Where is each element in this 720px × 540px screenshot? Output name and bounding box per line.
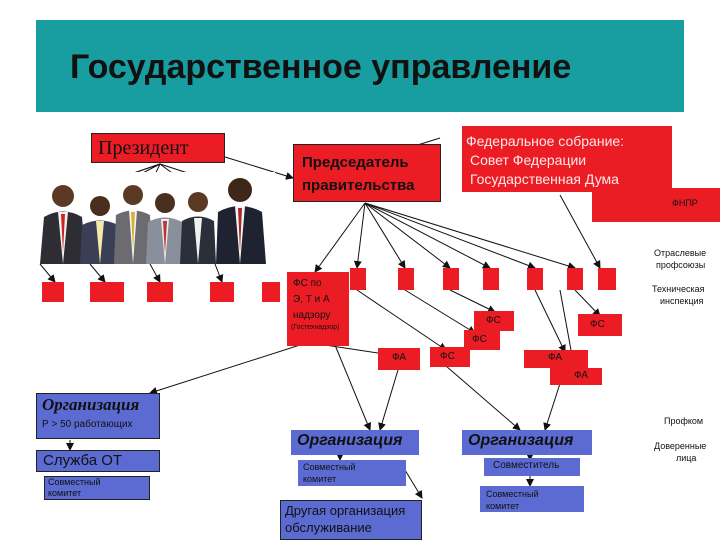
- fa-box-b: [524, 350, 588, 368]
- org-left-committee-1: Совместный: [48, 477, 101, 487]
- red-square: [42, 282, 64, 302]
- chairman-label-1: Председатель: [302, 154, 409, 171]
- branch-unions-label-1: Отраслевые: [654, 248, 707, 258]
- fs-supervision-label-2: Э, Т и А: [293, 294, 330, 305]
- tech-inspection-label-1: Техническая: [652, 284, 705, 294]
- org-mid-box: [291, 430, 419, 455]
- trusted-persons-label-1: Доверенные: [654, 441, 707, 451]
- fs-supervision-label-4: (Гостехнадзор): [291, 324, 340, 331]
- org-mid-committee-1: Совместный: [303, 462, 356, 472]
- fs-box-c: [474, 311, 514, 331]
- org-mid-title: Организация: [297, 432, 403, 449]
- fs-supervision-box: [287, 272, 349, 346]
- fa-box-a: [378, 348, 420, 370]
- fa-label-b: ФА: [548, 352, 563, 363]
- red-square: [527, 268, 543, 290]
- red-square: [90, 282, 124, 302]
- fnpr-label: ФНПР: [672, 198, 698, 208]
- tech-inspection-label-2: инспекция: [660, 296, 704, 306]
- fs-box-a: [430, 347, 470, 367]
- fs-label-a: ФС: [440, 351, 455, 362]
- org-left-committee-2: комитет: [48, 488, 82, 498]
- org-left-box: [36, 393, 160, 439]
- president-box: [91, 133, 225, 163]
- org-right-box: [462, 430, 592, 455]
- fa-box-c: [550, 368, 602, 385]
- red-square: [350, 268, 366, 290]
- assembly-label-2: Совет Федерации: [470, 152, 587, 168]
- fs-supervision-label-1: ФС по: [293, 278, 322, 289]
- president-label: Президент: [98, 137, 189, 159]
- government-officials-image: [20, 172, 275, 264]
- red-square: [398, 268, 414, 290]
- fa-label-a: ФА: [392, 352, 407, 363]
- org-right-committee-1: Совместный: [486, 489, 539, 499]
- org-right-committee-box: [480, 486, 584, 512]
- red-square: [262, 282, 280, 302]
- org-mid-committee-2: комитет: [303, 474, 337, 484]
- fnpr-box: [592, 188, 720, 222]
- branch-unions-label-2: профсоюзы: [656, 260, 706, 270]
- title-bar: [36, 20, 684, 112]
- fs-label-d: ФС: [590, 319, 605, 330]
- org-left-title: Организация: [42, 395, 140, 414]
- org-right-committee-2: комитет: [486, 501, 520, 511]
- chairman-box: [293, 144, 441, 202]
- tech-inspection-box: [598, 268, 616, 290]
- ot-service-box: [36, 450, 160, 472]
- red-square: [483, 268, 499, 290]
- assembly-label-1: Федеральное собрание:: [466, 133, 625, 149]
- fs-label-b: ФС: [472, 334, 487, 345]
- fa-label-c: ФА: [574, 370, 589, 381]
- red-square: [210, 282, 234, 302]
- fs-supervision-label-3: надзору: [293, 310, 331, 321]
- part-timer-label: Совместитель: [493, 460, 560, 471]
- page-title: Государственное управление: [70, 48, 572, 86]
- red-square: [147, 282, 173, 302]
- fs-box-d: [578, 314, 622, 336]
- part-timer-box: [484, 458, 580, 476]
- other-org-label-2: обслуживание: [285, 520, 372, 535]
- org-mid-committee-box: [298, 460, 406, 486]
- trusted-persons-label-2: лица: [676, 453, 697, 463]
- ot-service-label: Служба ОТ: [43, 452, 123, 469]
- fs-label-c: ФС: [486, 315, 501, 326]
- assembly-box: [462, 126, 672, 192]
- org-left-committee-box: [44, 476, 150, 500]
- fs-box-b: [464, 330, 500, 350]
- org-left-employees: Р > 50 работающих: [42, 419, 133, 430]
- assembly-label-3: Государственная Дума: [470, 171, 619, 187]
- other-org-label-1: Другая организация: [285, 503, 406, 518]
- profkom-label: Профком: [664, 416, 704, 426]
- chairman-label-2: правительства: [302, 177, 415, 194]
- red-square: [443, 268, 459, 290]
- org-right-title: Организация: [468, 432, 574, 449]
- red-square: [567, 268, 583, 290]
